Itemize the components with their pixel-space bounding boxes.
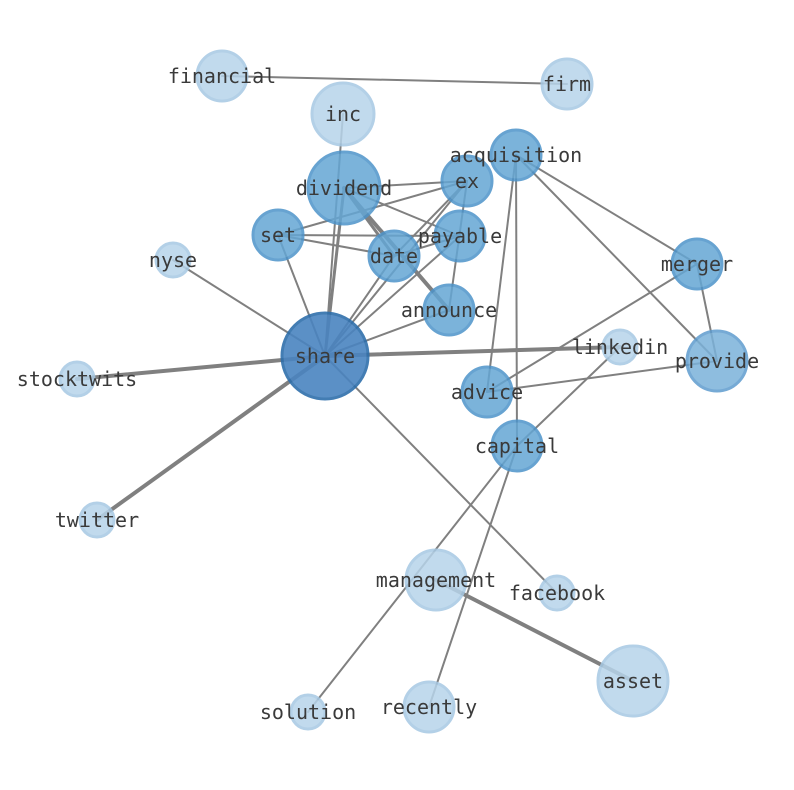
node-label-dividend: dividend bbox=[296, 176, 392, 200]
node-ex[interactable] bbox=[440, 154, 494, 208]
node-set[interactable] bbox=[251, 208, 305, 262]
node-label-nyse: nyse bbox=[149, 248, 197, 272]
node-label-set: set bbox=[260, 223, 296, 247]
node-label-recently: recently bbox=[381, 695, 477, 719]
edge-financial-firm bbox=[221, 75, 568, 85]
node-merger[interactable] bbox=[670, 237, 724, 291]
node-label-ex: ex bbox=[455, 169, 479, 193]
node-inc[interactable] bbox=[310, 81, 376, 147]
node-twitter[interactable] bbox=[78, 501, 116, 539]
edge-management-asset bbox=[434, 578, 635, 683]
node-announce[interactable] bbox=[422, 283, 476, 337]
edge-acquisition-provide bbox=[515, 154, 718, 362]
node-label-twitter: twitter bbox=[55, 508, 139, 532]
node-label-advice: advice bbox=[451, 380, 523, 404]
node-label-inc: inc bbox=[325, 102, 361, 126]
node-firm[interactable] bbox=[540, 57, 594, 111]
node-solution[interactable] bbox=[289, 693, 327, 731]
node-label-firm: firm bbox=[543, 72, 591, 96]
node-label-payable: payable bbox=[418, 224, 502, 248]
edge-share-twitter bbox=[95, 354, 327, 522]
node-label-provide: provide bbox=[675, 349, 759, 373]
edge-share-linkedin bbox=[323, 345, 622, 358]
node-label-share: share bbox=[295, 344, 355, 368]
node-label-facebook: facebook bbox=[509, 581, 605, 605]
edge-layer bbox=[75, 75, 718, 713]
node-layer bbox=[58, 49, 749, 734]
node-payable[interactable] bbox=[433, 209, 487, 263]
node-label-merger: merger bbox=[661, 252, 733, 276]
node-capital[interactable] bbox=[490, 419, 544, 473]
node-linkedin[interactable] bbox=[601, 328, 639, 366]
node-acquisition[interactable] bbox=[489, 128, 543, 182]
node-dividend[interactable] bbox=[306, 150, 382, 226]
node-label-linkedin: linkedin bbox=[572, 335, 668, 359]
node-label-solution: solution bbox=[260, 700, 356, 724]
node-recently[interactable] bbox=[402, 680, 456, 734]
edge-share-facebook bbox=[324, 355, 558, 594]
edge-acquisition-merger bbox=[515, 154, 698, 265]
edge-set-payable bbox=[277, 234, 461, 237]
label-layer: financial firm inc acquisition dividend ex set… bbox=[17, 64, 759, 724]
node-label-date: date bbox=[370, 244, 418, 268]
node-stocktwits[interactable] bbox=[58, 360, 96, 398]
node-label-stocktwits: stocktwits bbox=[17, 367, 137, 391]
node-label-announce: announce bbox=[401, 298, 497, 322]
node-advice[interactable] bbox=[460, 365, 514, 419]
node-management[interactable] bbox=[404, 548, 468, 612]
edge-merger-advice bbox=[486, 263, 698, 393]
node-label-management: management bbox=[376, 568, 496, 592]
edge-advice-provide bbox=[486, 360, 718, 393]
node-label-financial: financial bbox=[168, 64, 276, 88]
node-date[interactable] bbox=[367, 229, 421, 283]
edge-capital-recently bbox=[428, 445, 518, 708]
node-label-acquisition: acquisition bbox=[450, 143, 582, 167]
node-nyse[interactable] bbox=[154, 241, 192, 279]
node-asset[interactable] bbox=[596, 644, 670, 718]
node-label-capital: capital bbox=[475, 434, 559, 458]
node-facebook[interactable] bbox=[538, 574, 576, 612]
node-share[interactable] bbox=[280, 311, 370, 401]
edge-acquisition-capital bbox=[515, 154, 518, 447]
node-label-asset: asset bbox=[603, 669, 663, 693]
node-provide[interactable] bbox=[685, 329, 749, 393]
node-financial[interactable] bbox=[195, 49, 249, 103]
